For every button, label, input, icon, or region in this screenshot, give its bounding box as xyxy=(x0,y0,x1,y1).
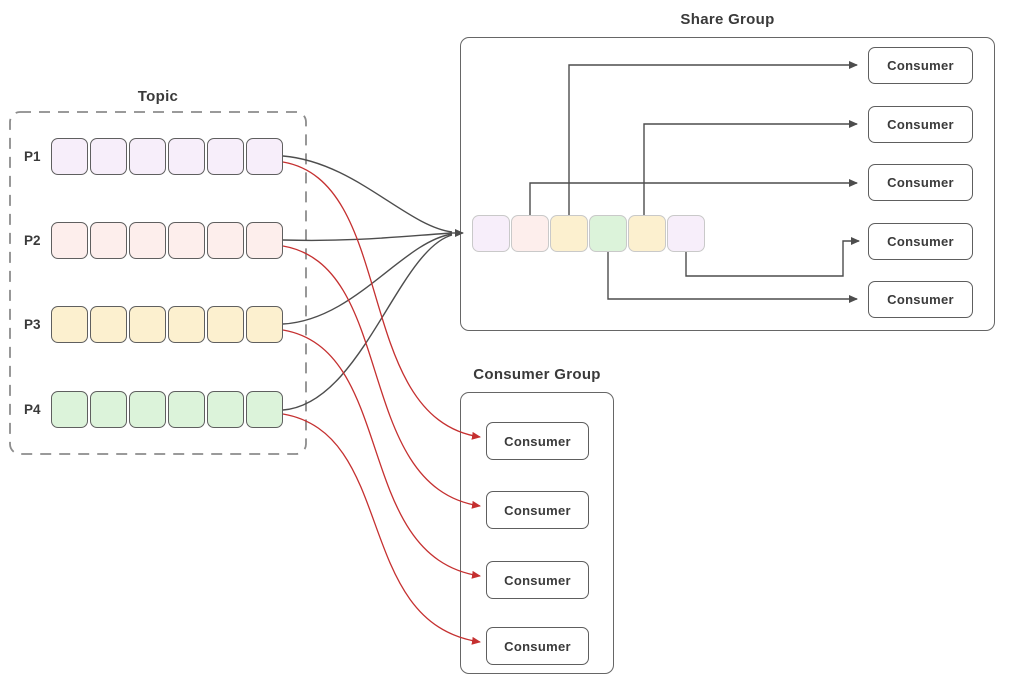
link-p3-consumer3 xyxy=(282,329,481,579)
link-p2-share xyxy=(282,232,453,242)
link-p4-consumer4 xyxy=(282,413,481,645)
topic-title: Topic xyxy=(137,88,179,105)
message-cell-p4 xyxy=(246,391,283,428)
message-cell-p3 xyxy=(246,306,283,343)
message-cell-p3 xyxy=(129,306,166,343)
message-cell-p2 xyxy=(246,222,283,259)
partition-to-consumer-links xyxy=(282,161,481,645)
group-consumer-2: Consumer xyxy=(486,491,589,529)
link-p3-share xyxy=(282,233,453,325)
group-consumer-4: Consumer xyxy=(486,627,589,665)
message-cell-p3 xyxy=(168,306,205,343)
partition-label-p4: P4 xyxy=(24,402,41,417)
group-consumer-1: Consumer xyxy=(486,422,589,460)
partition-label-p3: P3 xyxy=(24,317,41,332)
partition-label-p2: P2 xyxy=(24,233,41,248)
partition-to-share-links xyxy=(282,155,464,411)
queue-cell-5 xyxy=(628,215,666,252)
message-cell-p4 xyxy=(51,391,88,428)
message-cell-p1 xyxy=(90,138,127,175)
share-consumer-5: Consumer xyxy=(868,281,973,318)
message-cell-p1 xyxy=(168,138,205,175)
link-p1-consumer1 xyxy=(282,161,481,440)
message-cell-p4 xyxy=(129,391,166,428)
group-consumer-3: Consumer xyxy=(486,561,589,599)
queue-cell-6 xyxy=(667,215,705,252)
link-p4-share xyxy=(282,234,453,411)
message-cell-p4 xyxy=(90,391,127,428)
message-cell-p3 xyxy=(90,306,127,343)
share-consumer-4: Consumer xyxy=(868,223,973,260)
message-cell-p4 xyxy=(207,391,244,428)
consumer-group-title: Consumer Group xyxy=(473,366,601,383)
queue-cell-4 xyxy=(589,215,627,252)
queue-cell-1 xyxy=(472,215,510,252)
share-consumer-2: Consumer xyxy=(868,106,973,143)
share-consumer-3: Consumer xyxy=(868,164,973,201)
message-cell-p1 xyxy=(207,138,244,175)
queue-cell-2 xyxy=(511,215,549,252)
message-cell-p1 xyxy=(246,138,283,175)
share-group-queue xyxy=(472,215,705,252)
message-cell-p2 xyxy=(207,222,244,259)
partition-label-p1: P1 xyxy=(24,149,41,164)
share-group-title: Share Group xyxy=(680,11,775,28)
message-cell-p3 xyxy=(207,306,244,343)
message-cell-p1 xyxy=(129,138,166,175)
message-cell-p2 xyxy=(51,222,88,259)
message-cell-p4 xyxy=(168,391,205,428)
link-p2-consumer2 xyxy=(282,245,481,509)
message-cell-p3 xyxy=(51,306,88,343)
queue-cell-3 xyxy=(550,215,588,252)
message-cell-p2 xyxy=(90,222,127,259)
link-p1-share xyxy=(282,155,453,233)
message-cell-p1 xyxy=(51,138,88,175)
message-cell-p2 xyxy=(168,222,205,259)
share-consumer-1: Consumer xyxy=(868,47,973,84)
message-cell-p2 xyxy=(129,222,166,259)
